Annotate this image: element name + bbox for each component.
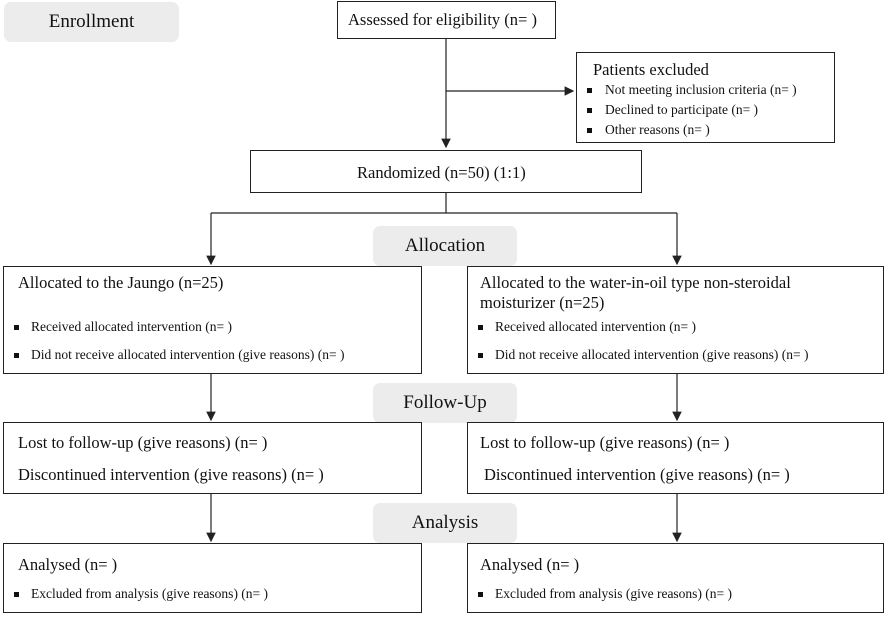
bullet-icon — [14, 325, 19, 330]
bullet-icon — [587, 88, 592, 93]
bullet-icon — [478, 353, 483, 358]
excluded-item: Not meeting inclusion criteria (n= ) — [605, 82, 797, 97]
stage-label-text: Analysis — [411, 512, 479, 533]
stage-label-text: Allocation — [404, 235, 486, 256]
excluded-box: Patients excluded Not meeting inclusion … — [576, 52, 835, 143]
stage-label-allocation: Allocation — [373, 226, 517, 266]
left-allocation-title: Allocated to the Jaungo (n=25) — [18, 273, 224, 292]
left-followup-box: Lost to follow-up (give reasons) (n= ) D… — [3, 422, 422, 494]
right-followup-line: Discontinued intervention (give reasons)… — [484, 465, 790, 484]
excluded-item: Declined to participate (n= ) — [605, 102, 759, 117]
eligibility-box: Assessed for eligibility (n= ) — [337, 1, 556, 39]
stage-label-analysis: Analysis — [373, 503, 517, 543]
right-allocation-title-line2: moisturizer (n=25) — [480, 293, 605, 312]
left-analysis-box: Analysed (n= ) Excluded from analysis (g… — [3, 543, 422, 613]
right-followup-line: Lost to follow-up (give reasons) (n= ) — [480, 433, 730, 452]
stage-label-text: Enrollment — [48, 11, 135, 32]
bullet-icon — [478, 592, 483, 597]
excluded-title: Patients excluded — [593, 60, 709, 79]
bullet-icon — [14, 592, 19, 597]
left-analysis-title: Analysed (n= ) — [18, 555, 118, 574]
stage-label-enrollment: Enrollment — [4, 2, 179, 42]
right-allocation-item: Did not receive allocated intervention (… — [495, 347, 809, 362]
left-allocation-box: Allocated to the Jaungo (n=25) Received … — [3, 266, 422, 374]
right-allocation-title: Allocated to the water-in-oil type non-s… — [480, 273, 791, 292]
right-followup-box: Lost to follow-up (give reasons) (n= ) D… — [467, 422, 884, 494]
left-followup-line: Lost to follow-up (give reasons) (n= ) — [18, 433, 268, 452]
right-analysis-box: Analysed (n= ) Excluded from analysis (g… — [467, 543, 884, 613]
stage-label-text: Follow-Up — [403, 392, 487, 413]
right-allocation-box: Allocated to the water-in-oil type non-s… — [467, 266, 884, 374]
bullet-icon — [478, 325, 483, 330]
randomized-text: Randomized (n=50) (1:1) — [357, 163, 526, 182]
bullet-icon — [587, 108, 592, 113]
excluded-item: Other reasons (n= ) — [605, 122, 710, 137]
bullet-icon — [587, 128, 592, 133]
right-allocation-item: Received allocated intervention (n= ) — [495, 319, 697, 334]
left-allocation-item: Received allocated intervention (n= ) — [31, 319, 233, 334]
bullet-icon — [14, 353, 19, 358]
left-analysis-item: Excluded from analysis (give reasons) (n… — [31, 586, 269, 601]
eligibility-text: Assessed for eligibility (n= ) — [348, 10, 537, 29]
right-analysis-title: Analysed (n= ) — [480, 555, 580, 574]
left-allocation-item: Did not receive allocated intervention (… — [31, 347, 345, 362]
randomized-box: Randomized (n=50) (1:1) — [250, 150, 642, 193]
left-followup-line: Discontinued intervention (give reasons)… — [18, 465, 324, 484]
stage-label-follow-up: Follow-Up — [373, 383, 517, 423]
right-analysis-item: Excluded from analysis (give reasons) (n… — [495, 586, 733, 601]
